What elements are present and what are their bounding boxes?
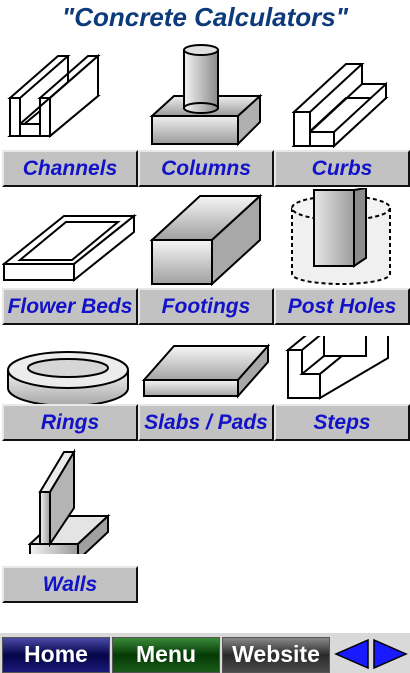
left-arrow-icon[interactable] <box>334 638 369 670</box>
steps-icon <box>285 336 389 400</box>
channel-icon <box>7 53 101 139</box>
wall-icon <box>27 448 111 554</box>
curb-icon <box>291 63 389 148</box>
flower-bed-icon <box>2 213 137 283</box>
tile-label: Curbs <box>274 150 410 187</box>
column-icon <box>149 44 263 147</box>
ring-icon <box>7 351 129 407</box>
menu-button[interactable]: Menu <box>112 637 220 673</box>
tile-label: Columns <box>138 150 274 187</box>
tile-label: Rings <box>2 404 138 441</box>
website-button[interactable]: Website <box>222 637 330 673</box>
tile-label: Post Holes <box>274 288 410 325</box>
slab-icon <box>141 343 271 399</box>
tile-label: Footings <box>138 288 274 325</box>
tile-label: Steps <box>274 404 410 441</box>
post-hole-icon <box>291 188 391 285</box>
footing-icon <box>149 193 263 287</box>
tile-label: Flower Beds <box>2 288 138 325</box>
tile-label: Walls <box>2 566 138 603</box>
page-title: "Concrete Calculators" <box>61 2 349 32</box>
home-button[interactable]: Home <box>2 637 110 673</box>
nav-arrows <box>334 638 408 670</box>
tile-label: Channels <box>2 150 138 187</box>
right-arrow-icon[interactable] <box>373 638 408 670</box>
tile-label: Slabs / Pads <box>138 404 274 441</box>
